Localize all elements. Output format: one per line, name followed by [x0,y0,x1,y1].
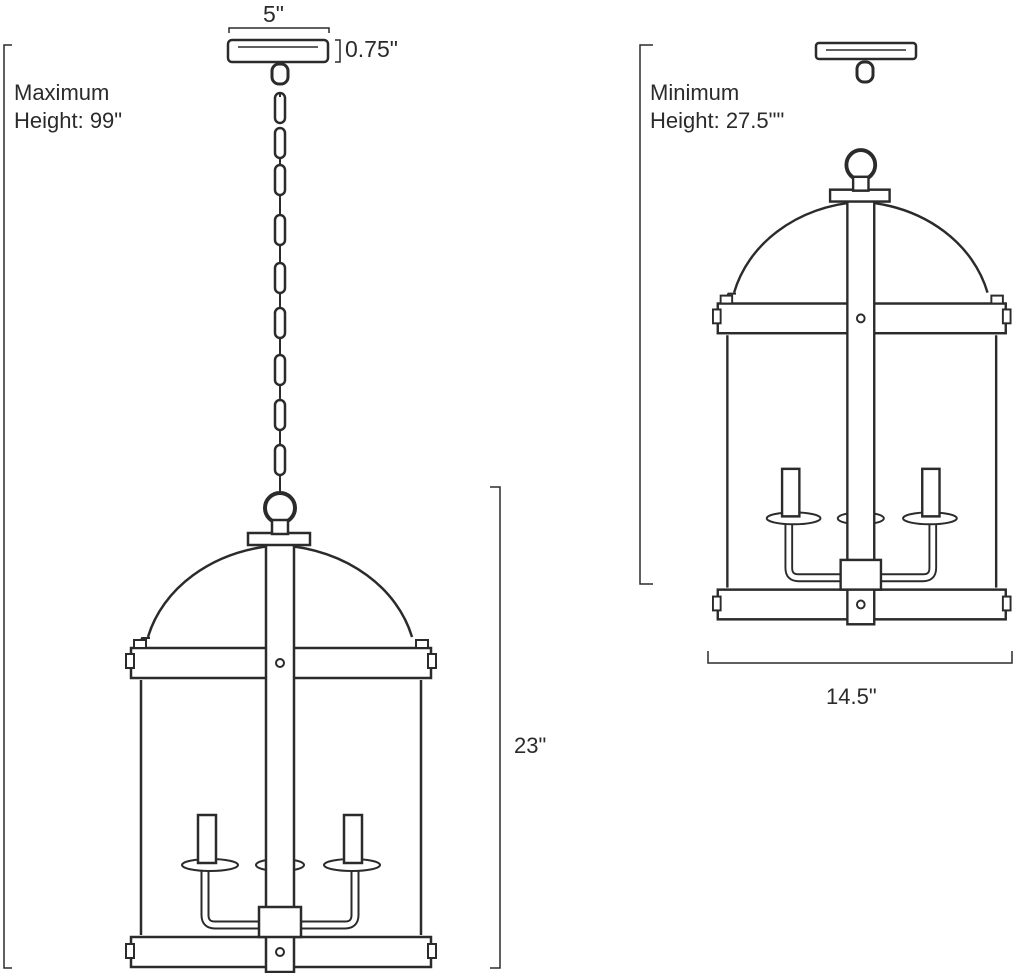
max-height-label: Maximum Height: 99" [14,79,122,135]
fixture-height-bracket [490,486,501,969]
canopy-height-dimension [335,39,341,63]
lantern-fixture [126,493,436,972]
chain [270,62,290,492]
fixture-width-label: 14.5" [826,684,877,709]
min-height-view [639,41,1013,664]
max-height-view [3,27,501,972]
canopy [226,38,330,64]
fixture-height-label: 23" [514,733,547,758]
min-height-line2: Height: 27.5"" [650,108,785,133]
max-height-line2: Height: 99" [14,108,123,133]
max-height-line1: Maximum [14,80,110,105]
min-height-line1: Minimum [650,80,740,105]
max-height-bracket [3,44,12,969]
min-height-label: Minimum Height: 27.5"" [650,79,784,135]
canopy-height-label: 0.75" [345,36,398,62]
canopy-width-dimension [228,27,330,33]
lantern-fixture [713,150,1011,624]
canopy [814,41,918,61]
fixture-width-bracket [707,651,1013,664]
min-height-bracket [639,44,653,585]
canopy-width-label: 5" [263,1,284,27]
